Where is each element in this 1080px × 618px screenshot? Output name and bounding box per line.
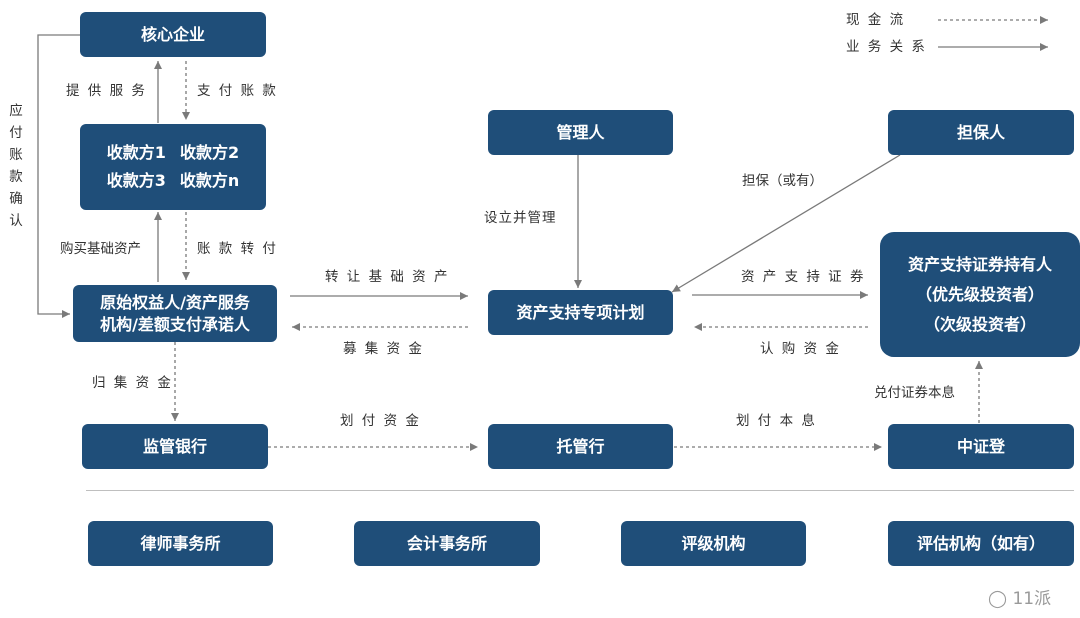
legend-business-label: 业 务 关 系 xyxy=(846,39,927,55)
label-transfer-assets: 转 让 基 础 资 产 xyxy=(325,269,450,285)
arrow-ap-confirm xyxy=(37,34,80,318)
node-law-firm: 律师事务所 xyxy=(88,521,273,566)
payee-2: 收款方2 xyxy=(179,143,240,162)
node-core-enterprise: 核心企业 xyxy=(80,12,266,57)
legend-cash-flow-label: 现 金 流 xyxy=(846,12,906,28)
arrow-guarantee xyxy=(671,154,901,293)
node-custodian: 托管行 xyxy=(488,424,673,469)
label-setup-manage: 设立并管理 xyxy=(484,210,557,226)
node-appraiser: 评估机构（如有） xyxy=(888,521,1074,566)
node-supervisor-bank: 监管银行 xyxy=(82,424,268,469)
watermark: ◯ 11派 xyxy=(988,584,1051,609)
label-account-transfer: 账 款 转 付 xyxy=(197,241,278,257)
label-buy-assets: 购买基础资产 xyxy=(60,241,141,257)
originator-line-1: 原始权益人/资产服务 xyxy=(100,292,250,312)
originator-line-2: 机构/差额支付承诺人 xyxy=(100,314,250,334)
label-provide-service: 提 供 服 务 xyxy=(66,83,147,99)
holders-line-2: （优先级投资者） xyxy=(915,284,1044,304)
label-transfer-funds: 划 付 资 金 xyxy=(340,413,421,429)
payee-n: 收款方n xyxy=(179,171,240,190)
node-csdc: 中证登 xyxy=(888,424,1074,469)
holders-line-3: （次级投资者） xyxy=(923,314,1036,334)
node-security-holders: 资产支持证券持有人 （优先级投资者） （次级投资者） xyxy=(880,232,1080,357)
watermark-text: 11派 xyxy=(1012,589,1052,609)
label-raise-funds: 募 集 资 金 xyxy=(343,341,424,357)
node-manager: 管理人 xyxy=(488,110,673,155)
node-special-plan: 资产支持专项计划 xyxy=(488,290,673,335)
payee-1: 收款方1 xyxy=(106,143,166,162)
label-collect-funds: 归 集 资 金 xyxy=(92,375,173,391)
label-abs-securities: 资 产 支 持 证 券 xyxy=(741,269,866,285)
node-accounting-firm: 会计事务所 xyxy=(354,521,540,566)
node-originator: 原始权益人/资产服务 机构/差额支付承诺人 xyxy=(73,285,277,342)
node-rating-agency: 评级机构 xyxy=(621,521,806,566)
label-transfer-pi: 划 付 本 息 xyxy=(736,413,817,429)
node-payees: 收款方1 收款方2 收款方3 收款方n xyxy=(80,124,266,210)
label-guarantee: 担保（或有） xyxy=(742,173,823,189)
payee-3: 收款方3 xyxy=(106,171,166,190)
label-pay-account: 支 付 账 款 xyxy=(197,83,278,99)
divider-line xyxy=(86,490,1074,491)
wechat-icon: ◯ xyxy=(988,589,1008,609)
label-redeem-pi: 兑付证券本息 xyxy=(874,385,955,401)
label-ap-confirm: 应付账款确认 xyxy=(9,103,23,229)
node-guarantor: 担保人 xyxy=(888,110,1074,155)
holders-line-1: 资产支持证券持有人 xyxy=(907,254,1052,274)
label-subscribe-funds: 认 购 资 金 xyxy=(760,341,841,357)
